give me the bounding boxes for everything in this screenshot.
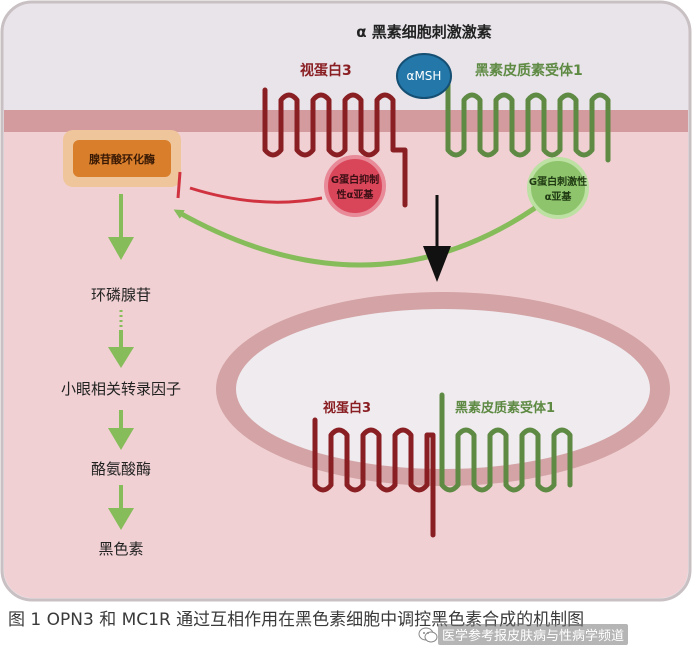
msh-title: α 黑素细胞刺激激素 [356,23,492,41]
inhibition-bar [176,171,182,199]
cascade-arrow-2 [108,347,134,368]
mc1r-receptor-bottom [439,392,573,493]
watermark-text: 医学参考报皮肤病与性病学频道 [438,624,629,645]
opn3-receptor-bottom [312,417,436,538]
activation-arrow [173,205,537,268]
internalization-arrowhead [423,246,451,282]
cascade-arrow-3 [108,428,134,450]
opn3-label-top: 视蛋白3 [300,62,352,79]
msh-label: αMSH [407,69,442,83]
cascade-arrow-1 [108,237,134,260]
mc1r-label-bottom: 黑素皮质素受体1 [455,400,555,416]
msh-ligand [396,53,452,99]
pathway-step-1: 环磷腺苷 [91,286,151,304]
pathway-step-3: 酪氨酸酶 [91,460,151,478]
adenylate-cyclase-box [73,140,171,177]
gi-label-line1: G蛋白抑制 [331,173,379,186]
pathway-step-2: 小眼相关转录因子 [61,380,181,398]
cascade-arrow-4 [108,508,134,530]
wechat-icon [418,627,438,642]
mc1r-label-top: 黑素皮质素受体1 [475,62,583,79]
gs-label-line2: α亚基 [545,190,573,203]
mc1r-receptor-top [445,77,611,163]
gs-protein [527,157,589,219]
pathway-step-4: 黑色素 [98,540,143,558]
opn3-label-bottom: 视蛋白3 [323,400,371,416]
adenylate-cyclase-label: 腺苷酸环化酶 [89,152,155,166]
inhibition-line [189,186,323,204]
watermark: 医学参考报皮肤病与性病学频道 [418,624,629,645]
gi-protein [324,155,386,217]
opn3-receptor-top [262,87,408,208]
gs-label-line1: G蛋白刺激性 [529,175,587,188]
gi-label-line2: 性α亚基 [336,188,375,201]
